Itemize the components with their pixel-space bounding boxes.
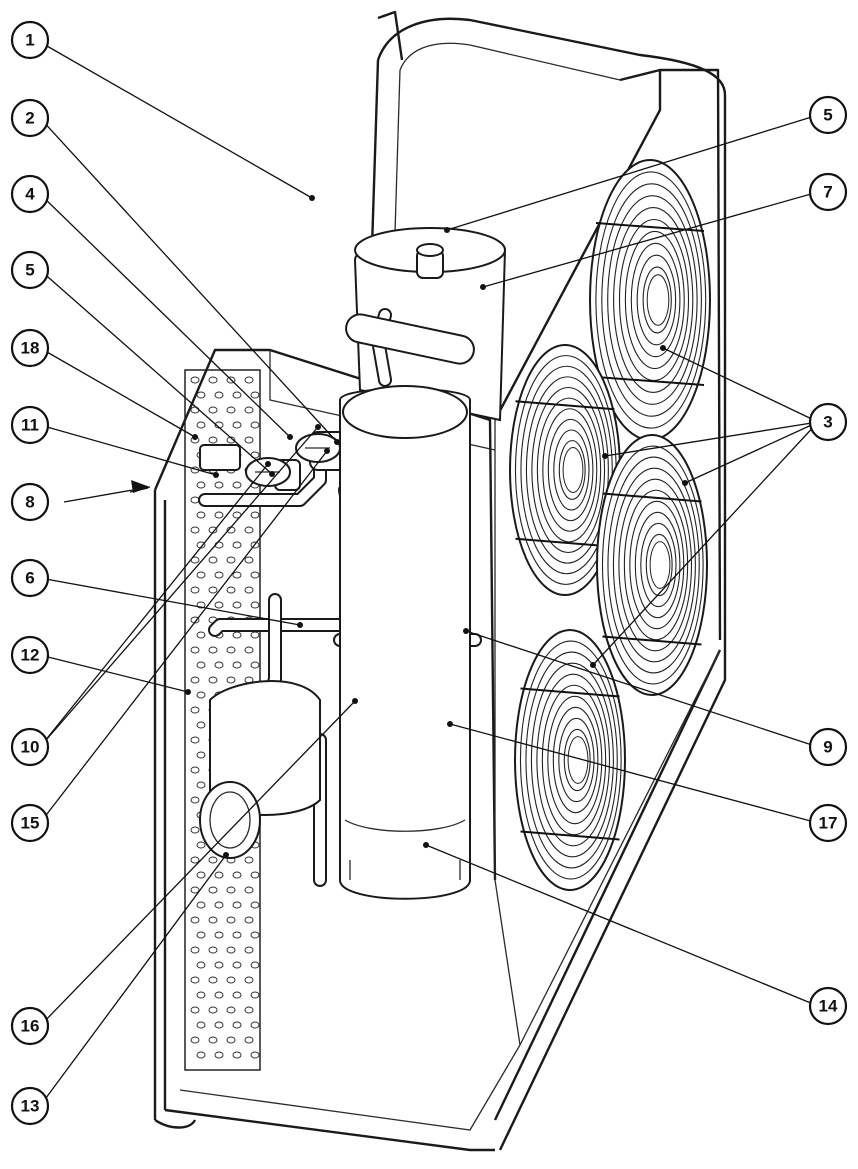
fan-middle-left: [509, 344, 621, 596]
callout-18: 18: [10, 328, 50, 368]
callout-5-right: 5: [808, 95, 848, 135]
callout-label: 4: [25, 185, 35, 204]
callout-11: 11: [10, 405, 50, 445]
callout-label: 2: [25, 109, 34, 128]
sensor-tube: [345, 313, 475, 365]
callout-label: 10: [21, 738, 40, 757]
callout-label: 11: [21, 416, 39, 435]
callout-1: 1: [10, 20, 50, 60]
callout-15: 15: [10, 803, 50, 843]
callout-label: 8: [25, 493, 34, 512]
callout-label: 12: [21, 646, 40, 665]
callout-3: 3: [808, 402, 848, 442]
callout-label: 9: [823, 738, 832, 757]
callout-13: 13: [10, 1086, 50, 1126]
callout-label: 3: [823, 413, 832, 432]
callout-10: 10: [10, 727, 50, 767]
callout-12: 12: [10, 635, 50, 675]
compressor: [339, 385, 471, 900]
callout-label: 7: [823, 183, 832, 202]
circulation-pump: [199, 680, 321, 859]
callout-17: 17: [808, 803, 848, 843]
cabinet-housing: [153, 10, 727, 1152]
callout-label: 13: [21, 1097, 40, 1116]
callout-label: 18: [21, 339, 40, 358]
fan-bottom: [514, 629, 626, 891]
callout-7: 7: [808, 172, 848, 212]
callout-label: 5: [25, 261, 34, 280]
callout-2: 2: [10, 98, 50, 138]
receiver-tank: [353, 227, 507, 422]
arrow-8: [63, 480, 151, 503]
callout-label: 15: [21, 814, 40, 833]
callout-label: 6: [25, 569, 34, 588]
expansion-valves: [245, 433, 341, 487]
callout-label: 1: [25, 31, 34, 50]
callout-6: 6: [10, 558, 50, 598]
callout-5-left: 5: [10, 250, 50, 290]
leader-dots: [185, 195, 688, 858]
callout-9: 9: [808, 727, 848, 767]
callout-label: 14: [819, 997, 838, 1016]
callout-8: 8: [10, 482, 50, 522]
fan-top: [589, 159, 711, 441]
callout-label: 17: [819, 814, 838, 833]
callout-label: 16: [21, 1017, 40, 1036]
callout-16: 16: [10, 1006, 50, 1046]
leader-lines: [39, 41, 819, 1107]
fan-middle-right: [596, 434, 708, 696]
fans-group: [509, 159, 711, 891]
callout-4: 4: [10, 174, 50, 214]
callout-label: 5: [823, 106, 832, 125]
callout-14: 14: [808, 986, 848, 1026]
